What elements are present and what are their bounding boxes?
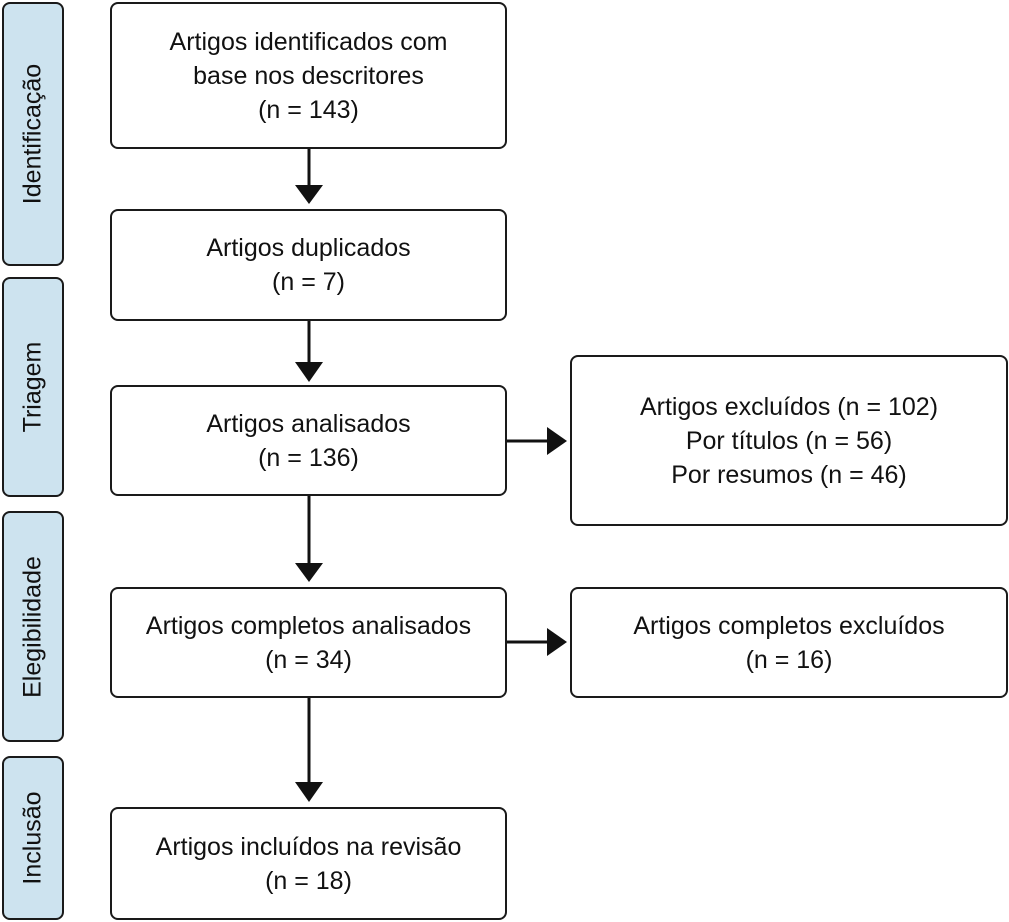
box-excluded-line2: Por títulos (n = 56)	[685, 426, 893, 455]
box-duplicates: Artigos duplicados (n = 7)	[110, 209, 507, 321]
box-duplicates-count: (n = 7)	[272, 268, 345, 296]
arrowhead-4	[295, 782, 323, 802]
stage-label-triagem: Triagem	[18, 341, 47, 433]
box-analyzed-line1: Artigos analisados	[206, 409, 411, 438]
box-full-excluded-line1: Artigos completos excluídos	[633, 611, 945, 640]
box-identified-line1: Artigos identificados com	[169, 27, 448, 56]
box-excluded: Artigos excluídos (n = 102) Por títulos …	[570, 355, 1008, 526]
box-excluded-line1: Artigos excluídos (n = 102)	[639, 392, 939, 421]
box-included-count: (n = 18)	[265, 866, 352, 895]
stage-label-elegibilidade: Elegibilidade	[18, 555, 47, 698]
arrowhead-1	[295, 185, 323, 204]
box-full-excluded-count: (n = 16)	[745, 645, 833, 674]
arrowhead-2	[295, 362, 323, 382]
arrowhead-6	[547, 628, 567, 656]
stage-identificacao: Identificação	[2, 2, 64, 266]
arrowhead-5	[547, 427, 567, 455]
box-full-excluded: Artigos completos excluídos (n = 16)	[570, 587, 1008, 698]
arrowhead-3	[295, 563, 323, 582]
stage-elegibilidade: Elegibilidade	[2, 511, 64, 742]
stage-triagem: Triagem	[2, 277, 64, 497]
box-analyzed: Artigos analisados (n = 136)	[110, 385, 507, 496]
stage-label-identificacao: Identificação	[18, 63, 47, 205]
box-full-analyzed: Artigos completos analisados (n = 34)	[110, 587, 507, 698]
box-full-analyzed-count: (n = 34)	[265, 645, 352, 674]
box-included-line1: Artigos incluídos na revisão	[155, 832, 462, 861]
box-identified: Artigos identificados com base nos descr…	[110, 2, 507, 149]
box-identified-count: (n = 143)	[258, 95, 359, 124]
box-excluded-line3: Por resumos (n = 46)	[671, 460, 907, 489]
stage-label-inclusao: Inclusão	[18, 791, 47, 885]
stage-inclusao: Inclusão	[2, 756, 64, 920]
box-analyzed-count: (n = 136)	[258, 443, 359, 472]
box-duplicates-line1: Artigos duplicados	[206, 234, 411, 262]
box-identified-line2: base nos descritores	[193, 61, 424, 90]
box-full-analyzed-line1: Artigos completos analisados	[145, 611, 472, 640]
box-included: Artigos incluídos na revisão (n = 18)	[110, 807, 507, 920]
